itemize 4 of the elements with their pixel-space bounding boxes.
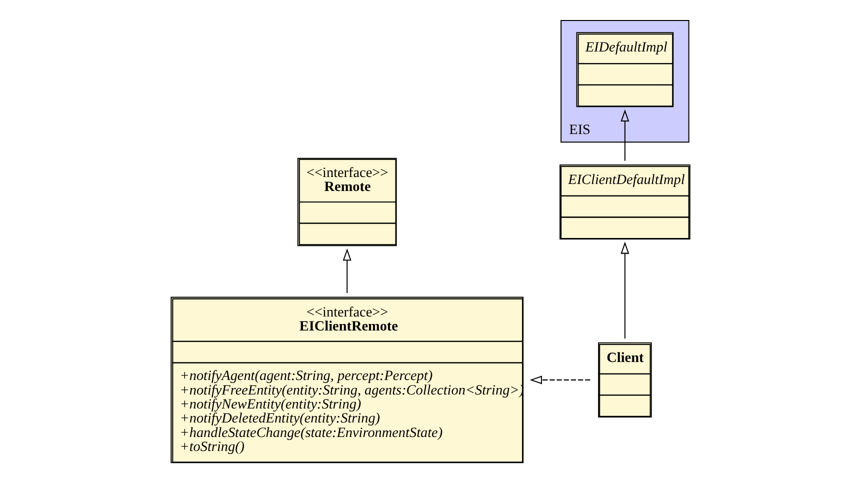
arrow: [342, 248, 352, 294]
arrow: [620, 242, 630, 339]
arrow: [620, 109, 630, 161]
arrow: [530, 376, 590, 384]
